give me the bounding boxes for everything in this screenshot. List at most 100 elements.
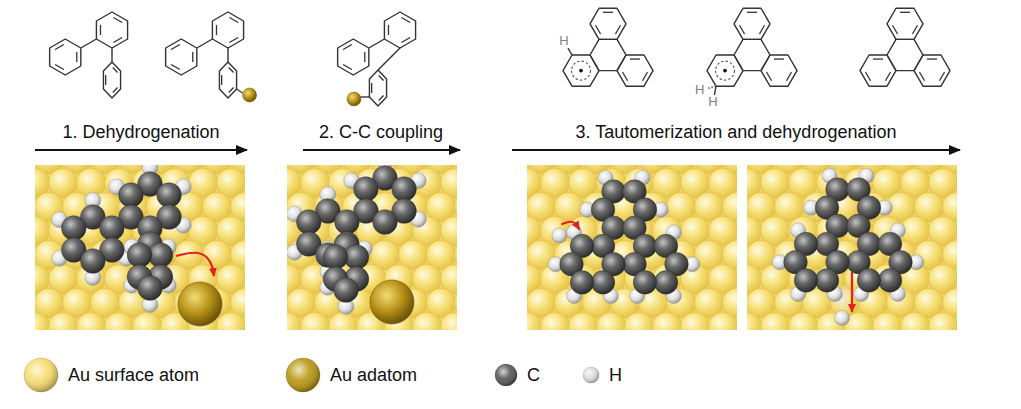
double-bond (630, 58, 640, 59)
ring-bond (338, 39, 369, 75)
legend-swatch (286, 358, 320, 392)
bond (111, 48, 112, 62)
double-bond (401, 37, 410, 42)
ring-bond (590, 8, 626, 39)
reaction-arrows (35, 150, 960, 151)
c-atom-ball (334, 278, 359, 303)
c-atom-ball (794, 269, 818, 293)
double-bond (927, 58, 937, 59)
bond (707, 86, 716, 88)
step-label: 1. Dehydrogenation (62, 122, 219, 143)
ring-bond (707, 55, 743, 86)
au-surface-atom (568, 312, 597, 330)
double-bond (892, 25, 897, 34)
au-surface-atom (788, 312, 817, 330)
ring-bond (212, 12, 243, 48)
ring-bond (563, 55, 599, 86)
bond (81, 39, 97, 48)
double-bond (229, 67, 234, 72)
legend-item: Au surface atom (23, 358, 199, 392)
au-surface (527, 165, 737, 330)
au-surface-atom (747, 312, 762, 330)
au-surface-atom (76, 312, 105, 330)
legend-swatch (24, 358, 58, 392)
c-atom-ball (81, 249, 106, 274)
atom-label: H (708, 95, 717, 110)
double-bond (900, 12, 910, 13)
au-surface-atom (872, 312, 901, 330)
bond (378, 48, 400, 70)
radical-dot (579, 69, 583, 73)
skeletal-structures (50, 8, 950, 106)
au-surface-atom (760, 312, 789, 330)
double-bond (615, 25, 620, 34)
au-surface-atom (736, 312, 737, 330)
au-adatom-symbol (347, 92, 361, 106)
c-atom-ball (654, 271, 678, 295)
double-bond (388, 25, 389, 35)
double-bond (642, 72, 647, 81)
au-surface-atom (48, 312, 77, 330)
ring-bond (734, 39, 770, 70)
step-label: 3. Tautomerization and dehydrogenation (576, 122, 897, 143)
au-surface-atom (624, 312, 653, 330)
reaction-arrow (35, 149, 247, 151)
au-surface-atom (652, 312, 681, 330)
au-surface-atom (300, 312, 329, 330)
double-bond (379, 75, 384, 80)
ring-bond (166, 39, 197, 75)
legend-swatch-box (285, 357, 321, 393)
legend-label: H (609, 365, 622, 386)
double-bond (873, 58, 883, 59)
double-bond (786, 72, 791, 81)
surface-panel (747, 165, 957, 330)
c-atom-ball (335, 210, 360, 235)
au-surface (747, 165, 957, 330)
ring-bond (914, 55, 950, 86)
au-adatom (370, 280, 414, 324)
surface-panel (287, 165, 457, 330)
radical-ring (716, 61, 735, 80)
double-bond (401, 17, 410, 22)
c-atom-ball (633, 271, 657, 295)
ring-bond (219, 62, 236, 98)
double-bond (229, 17, 238, 22)
ring-bond (103, 62, 120, 98)
c-atom-ball (591, 271, 615, 295)
swatch-shine (495, 364, 517, 386)
double-bond (622, 72, 627, 81)
legend-item: Au adatom (285, 358, 417, 392)
c-atom-ball (857, 269, 881, 293)
double-bond (113, 17, 122, 22)
au-surface-atom (956, 312, 957, 330)
double-bond (221, 75, 222, 85)
ring-bond (887, 8, 923, 39)
double-bond (595, 25, 600, 34)
c-atom-ball (570, 271, 594, 295)
au-surface-atom (35, 312, 50, 330)
au-surface-atom (928, 312, 957, 330)
double-bond (912, 25, 917, 34)
ring-bond (860, 55, 896, 86)
step-label: 2. C-C coupling (319, 122, 443, 143)
surface-panel (35, 165, 245, 330)
double-bond (766, 72, 771, 81)
reaction-arrow (512, 149, 960, 151)
au-surface-atom (412, 312, 441, 330)
legend-swatch-box (23, 357, 59, 393)
double-bond (55, 44, 64, 49)
double-bond (774, 58, 784, 59)
au-surface (35, 165, 245, 330)
ring-bond (761, 55, 797, 86)
double-bond (865, 72, 870, 81)
legend-swatch (583, 367, 599, 383)
double-bond (216, 25, 217, 35)
h-atom-ball (552, 228, 567, 243)
au-surface-atom (440, 312, 457, 330)
legend-swatch-box (494, 363, 518, 387)
double-bond (229, 37, 238, 42)
legend-label: Au surface atom (68, 365, 199, 386)
double-bond (939, 72, 944, 81)
ring-bond (590, 39, 626, 70)
